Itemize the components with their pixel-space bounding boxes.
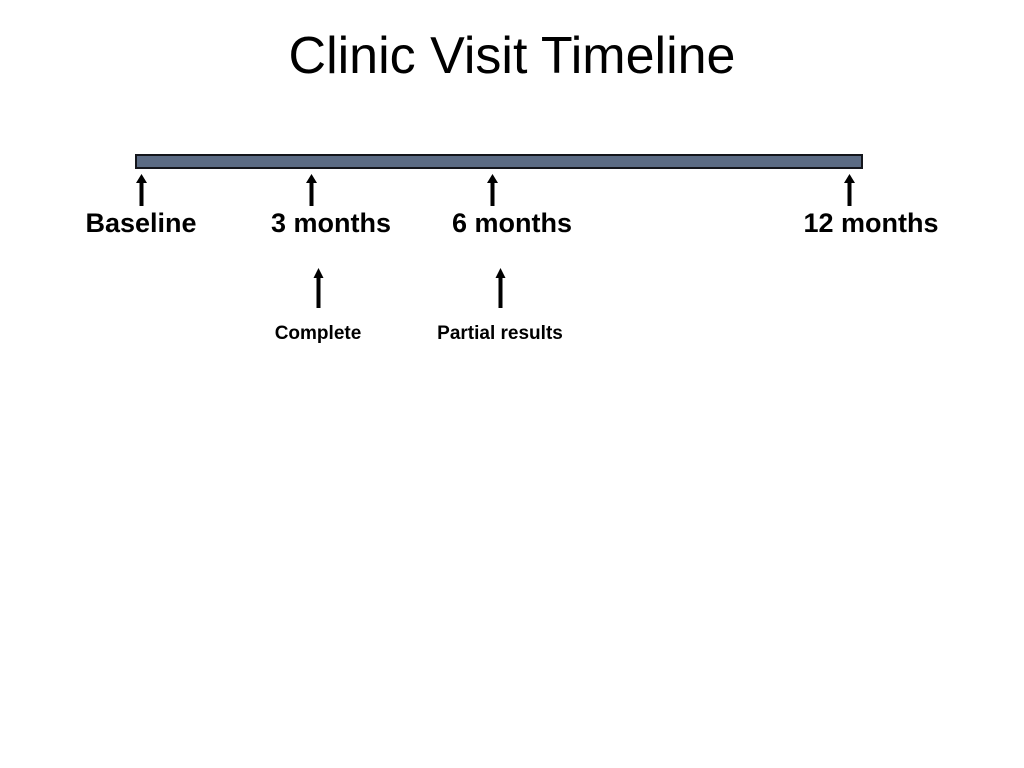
annotation-label-partial-results: Partial results [437, 323, 563, 344]
milestone-arrow-up-icon [133, 174, 150, 206]
milestone-label-6-months: 6 months [451, 208, 573, 238]
milestone-arrow-up-icon [484, 174, 501, 206]
milestone-label-12-months: 12 months [803, 208, 939, 238]
timeline-bar [135, 154, 863, 169]
annotation-arrow-up-icon [311, 268, 326, 308]
milestone-label-3-months: 3 months [270, 208, 392, 238]
annotation-arrow-up-icon [493, 268, 508, 308]
annotation-label-complete: Complete [274, 323, 362, 344]
page-title: Clinic Visit Timeline [288, 27, 736, 85]
milestone-arrow-up-icon [841, 174, 858, 206]
milestone-label-baseline: Baseline [85, 208, 197, 238]
milestone-arrow-up-icon [303, 174, 320, 206]
